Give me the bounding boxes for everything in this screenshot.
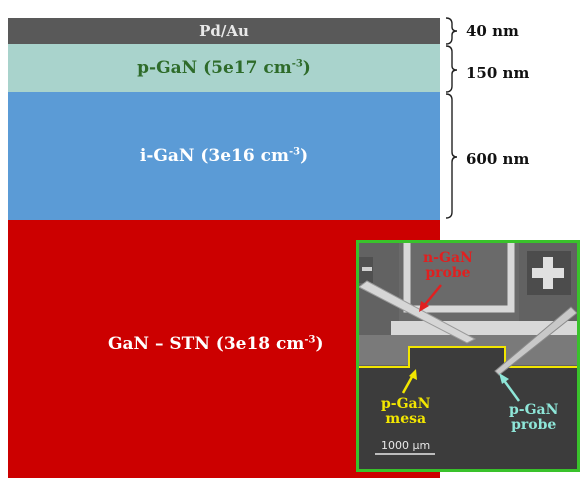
layer-i-gan: i-GaN (3e16 cm-3) xyxy=(8,92,440,220)
mesa-arrow xyxy=(401,374,415,394)
layer-p-gan-label: p-GaN (5e17 cm-3) xyxy=(137,58,311,78)
layer-p-gan: p-GaN (5e17 cm-3) xyxy=(8,44,440,92)
layer-gan-stn-label: GaN – STN (3e18 cm-3) xyxy=(108,334,324,354)
p-gan-probe-needle xyxy=(494,306,577,376)
thickness-i-gan: 600 nm xyxy=(466,150,530,168)
sem-image xyxy=(359,243,577,469)
brace-i-gan xyxy=(445,93,458,219)
brace-p-gan xyxy=(445,45,458,93)
thickness-p-gan: 150 nm xyxy=(466,64,530,82)
layer-pd-au: Pd/Au xyxy=(8,18,440,44)
p-probe-arrow xyxy=(501,378,521,402)
scale-bar-label: 1000 μm xyxy=(381,439,431,452)
thickness-pd-au: 40 nm xyxy=(466,22,519,40)
layer-i-gan-label: i-GaN (3e16 cm-3) xyxy=(139,146,309,166)
n-probe-arrow xyxy=(422,284,442,308)
n-gan-probe-needle xyxy=(359,280,477,344)
layer-pd-au-label: Pd/Au xyxy=(199,22,249,40)
brace-pd-au xyxy=(445,17,458,45)
